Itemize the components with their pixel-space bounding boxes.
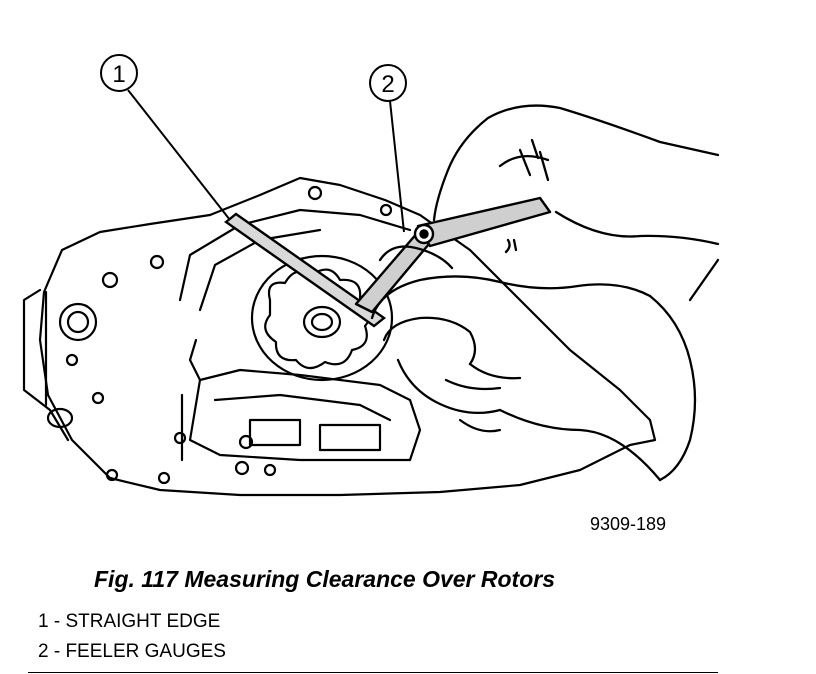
callout-2-label: 2 [381,71,394,98]
callout-1 [100,54,231,221]
housing-bore [58,302,98,342]
pump-housing [38,176,657,497]
figure-caption: Fig. 117 Measuring Clearance Over Rotors [94,566,556,592]
divider-rule [28,672,718,673]
callout-1-label: 1 [112,61,125,88]
technician-hand [370,104,720,482]
legend-item-feeler-gauges: 2 - FEELER GAUGES [38,641,226,662]
straight-edge [224,212,386,328]
feeler-gauge [354,196,552,314]
pump-illustration: 1 2 [22,54,720,497]
callout-2 [369,64,407,233]
figure-reference-code: 9309-189 [590,514,667,534]
legend-item-straight-edge: 1 - STRAIGHT EDGE [38,611,221,632]
housing-flange [22,288,70,442]
inner-rotor-bore [302,305,342,339]
rotor-pocket [250,254,394,382]
